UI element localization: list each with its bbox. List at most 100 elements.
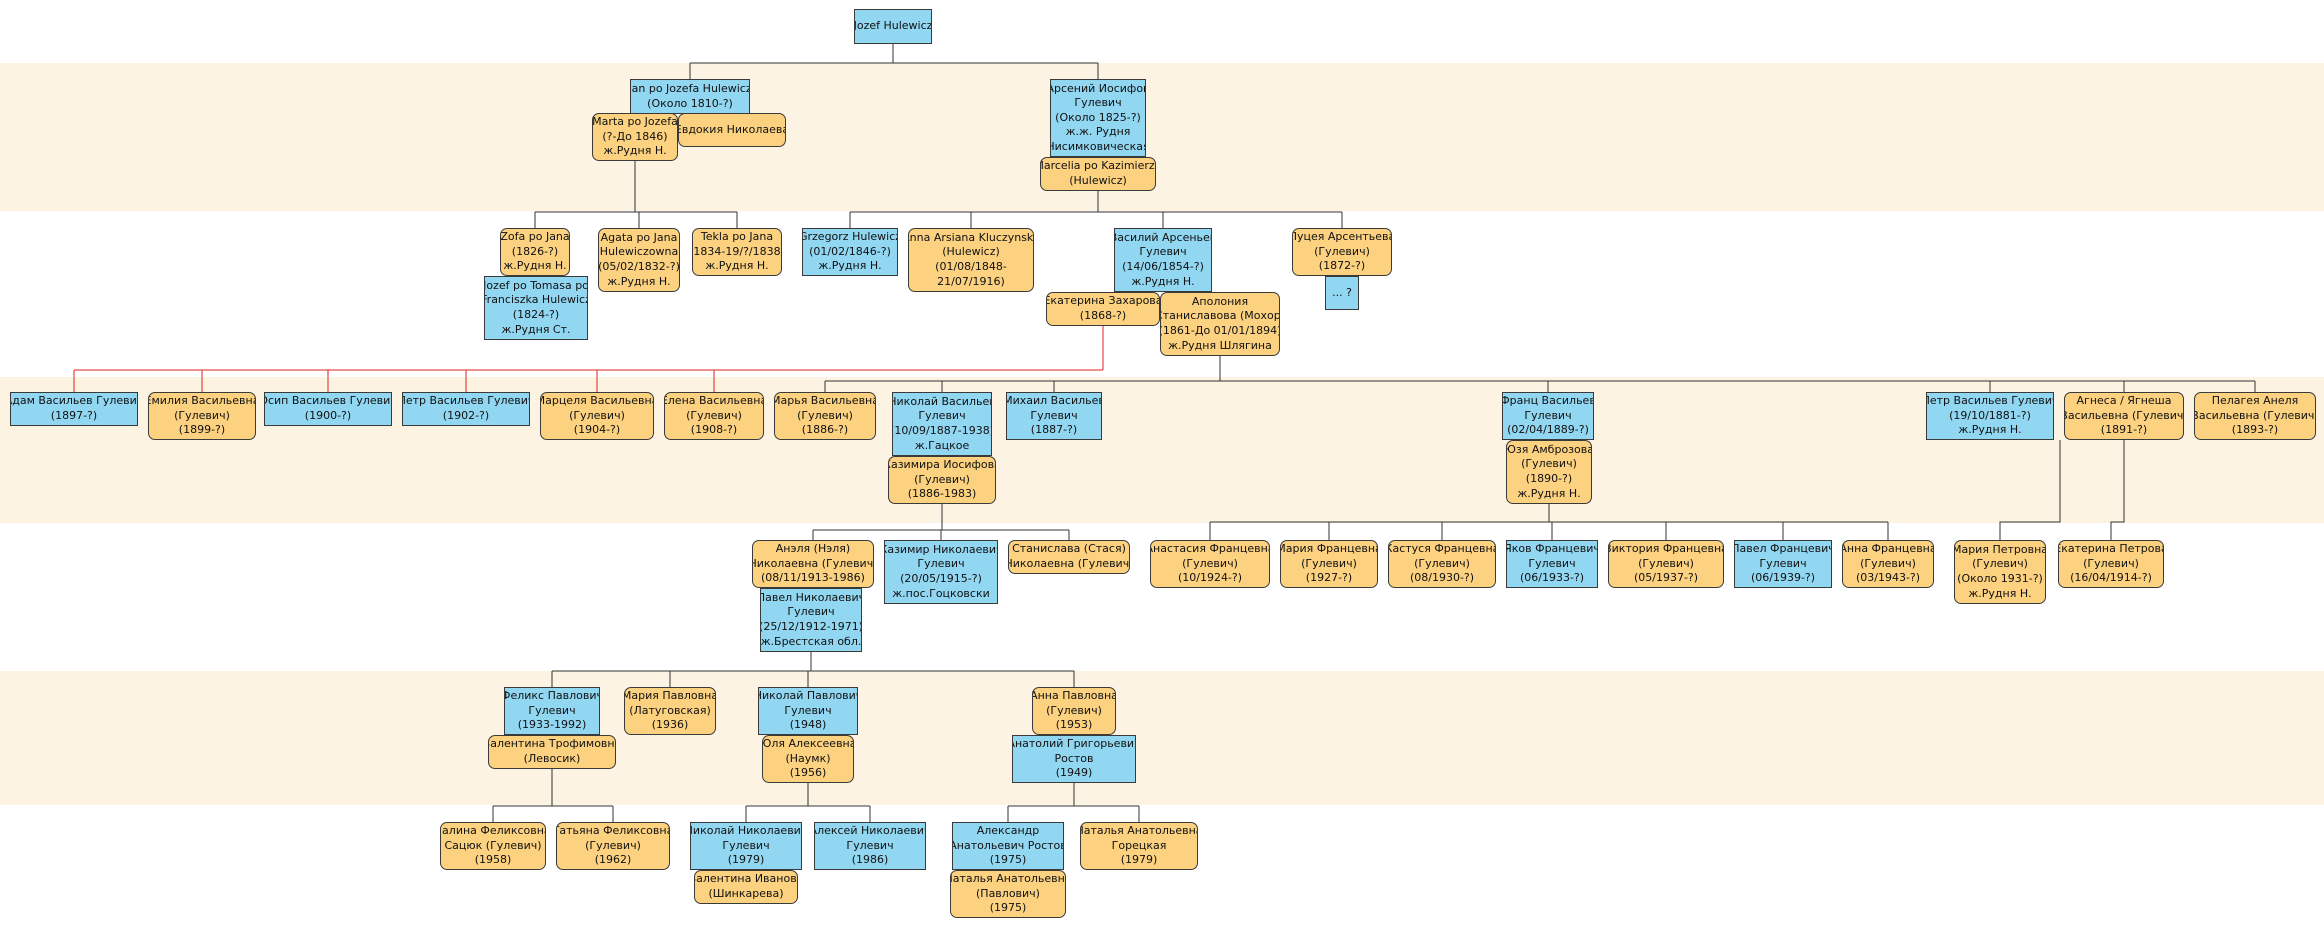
person-text-line: (1956) bbox=[789, 766, 827, 780]
person-text-line: (Левосик) bbox=[523, 752, 581, 765]
person-text-line: Кастуся Францевна bbox=[1388, 542, 1496, 556]
person-text-line: (1962) bbox=[594, 853, 632, 867]
person-valentina-levosik[interactable]: Валентина Трофимовна(Левосик) bbox=[488, 735, 616, 769]
person-ekaterina-zaharova[interactable]: Екатерина Захарова(1868-?) bbox=[1046, 292, 1160, 326]
person-petr-gulevich-1902[interactable]: Петр Васильев Гулевич(1902-?) bbox=[402, 392, 530, 426]
person-marta-po-jozefa[interactable]: Marta po Jozefa(?-До 1846)ж.Рудня Н. bbox=[592, 113, 678, 161]
person-jozef-hulewicz[interactable]: Jozef Hulewicz bbox=[854, 9, 932, 44]
person-text-line: (Около 1810-?) bbox=[647, 96, 733, 110]
person-emiliya-gulevich[interactable]: Емилия Васильевна(Гулевич)(1899-?) bbox=[148, 392, 256, 440]
person-text-line: (1890-?) bbox=[1525, 472, 1573, 485]
person-jan-hulewicz[interactable]: Jan po Jozefa Hulewicz(Около 1810-?) bbox=[630, 79, 750, 114]
person-text-line: (?-До 1846) bbox=[602, 129, 668, 143]
person-tatyana-gulevich[interactable]: Татьяна Феликсовна(Гулевич)(1962) bbox=[556, 822, 670, 870]
person-text-line: Гулевич bbox=[846, 838, 894, 852]
person-text-line: (Гулевич) bbox=[1314, 244, 1370, 258]
person-text-line: Юля Алексеевна bbox=[762, 737, 854, 751]
person-text-line: Николаевна (Гулевич) bbox=[1008, 557, 1130, 570]
person-mariya-frantsevna[interactable]: Мария Францевна(Гулевич)(1927-?) bbox=[1280, 540, 1378, 588]
person-text-line: Валентина Трофимовна bbox=[488, 737, 616, 751]
person-unknown-child[interactable]: ... ? bbox=[1325, 276, 1359, 310]
person-mariya-latugovskaya[interactable]: Мария Павловна(Латуговская)(1936) bbox=[624, 687, 716, 735]
person-text-line: Гулевич bbox=[1528, 556, 1576, 570]
person-text-line: Гулевич bbox=[722, 838, 770, 852]
person-kazimira-gulevich[interactable]: Казимира Иосифова(Гулевич)(1886-1983) bbox=[888, 456, 996, 504]
person-marya-gulevich[interactable]: Марья Васильевна(Гулевич)(1886-?) bbox=[774, 392, 876, 440]
person-mariya-petrovna[interactable]: Мария Петровна(Гулевич)(Около 1931-?)ж.Р… bbox=[1954, 540, 2046, 604]
person-text-line: (1861-До 01/01/1894) bbox=[1160, 324, 1280, 337]
person-text-line: Сацюк (Гулевич) bbox=[444, 838, 542, 852]
person-agata-po-jana[interactable]: Agata po Jana(Hulewiczowna)(05/02/1832-?… bbox=[598, 228, 680, 292]
person-zofa-po-jana[interactable]: Zofa po Jana(1826-?)ж.Рудня Н. bbox=[500, 228, 570, 276]
person-text-line: Jozef po Tomasa po bbox=[484, 278, 588, 292]
person-evdokiya-nikolaeva[interactable]: Евдокия Николаева bbox=[678, 113, 786, 147]
person-text-line: (Гулевич) bbox=[914, 472, 970, 486]
person-kastusya-frantsevna[interactable]: Кастуся Францевна(Гулевич)(08/1930-?) bbox=[1388, 540, 1496, 588]
person-tekla-po-jana[interactable]: Tekla po Jana(1834-19/?/1838)ж.Рудня Н. bbox=[692, 228, 782, 276]
person-natalya-pavlovich[interactable]: Наталья Анатольевна(Павлович)(1975) bbox=[950, 870, 1066, 918]
person-anastasiya-frantsevna[interactable]: Анастасия Францевна(Гулевич)(10/1924-?) bbox=[1150, 540, 1270, 588]
person-ekaterina-petrova[interactable]: Екатерина Петрова(Гулевич)(16/04/1914-?) bbox=[2058, 540, 2164, 588]
person-yuzya-ambrozova[interactable]: Юзя Амброзова(Гулевич)(1890-?)ж.Рудня Н. bbox=[1506, 440, 1592, 504]
person-text-line: Николаевна (Гулевич) bbox=[752, 556, 874, 570]
person-text-line: Анастасия Францевна bbox=[1150, 542, 1270, 556]
person-text-line: Мария Францевна bbox=[1280, 542, 1378, 556]
person-yulya-naumk[interactable]: Юля Алексеевна(Наумк)(1956) bbox=[762, 735, 854, 783]
person-petr-gulevich-1881[interactable]: Петр Васильев Гулевич(19/10/1881-?)ж.Руд… bbox=[1926, 392, 2054, 440]
person-text-line: (Hulewicz) bbox=[1069, 174, 1127, 187]
person-text-line: Jan po Jozefa Hulewicz bbox=[630, 81, 750, 95]
person-text-line: (Hulewicz) bbox=[942, 245, 1000, 259]
person-text-line: Анэля (Нэля) bbox=[775, 542, 851, 556]
person-viktoriya-frantsevna[interactable]: Виктория Францевна(Гулевич)(05/1937-?) bbox=[1608, 540, 1724, 588]
person-text-line: Анатольевич Ростов bbox=[952, 838, 1064, 852]
person-stanislava-gulevich[interactable]: Станислава (Стася)Николаевна (Гулевич) bbox=[1008, 540, 1130, 574]
person-anna-kluczynska[interactable]: Anna Arsiana Kluczynska(Hulewicz)(01/08/… bbox=[908, 228, 1034, 292]
person-adam-gulevich[interactable]: Адам Васильев Гулевич(1897-?) bbox=[10, 392, 138, 426]
person-text-line: (Гулевич) bbox=[1860, 556, 1916, 570]
person-text-line: ж.пос.Гоцковски bbox=[892, 586, 990, 600]
person-text-line: (Латуговская) bbox=[629, 703, 711, 717]
person-text-line: (Гулевич) bbox=[2083, 556, 2139, 570]
person-text-line: Гулевич bbox=[1139, 245, 1187, 259]
person-marcelia-hulewicz[interactable]: Marcelia po Kazimierzu(Hulewicz) bbox=[1040, 157, 1156, 191]
person-grzegorz-hulewicz[interactable]: Grzegorz Hulewicz(01/02/1846-?)ж.Рудня Н… bbox=[802, 228, 898, 276]
person-martselya-gulevich[interactable]: Марцеля Васильевна(Гулевич)(1904-?) bbox=[540, 392, 654, 440]
person-anna-frantsevna[interactable]: Анна Францевна(Гулевич)(03/1943-?) bbox=[1842, 540, 1934, 588]
person-text-line: Галина Феликсовна bbox=[440, 824, 546, 838]
person-text-line: Наталья Анатольевна bbox=[1080, 824, 1198, 838]
person-text-line: Васильевна (Гулевич) bbox=[2194, 408, 2316, 422]
person-anna-pavlovna[interactable]: Анна Павловна(Гулевич)(1953) bbox=[1032, 687, 1116, 735]
person-anelya-gulevich[interactable]: Анэля (Нэля)Николаевна (Гулевич)(08/11/1… bbox=[752, 540, 874, 588]
person-osip-gulevich[interactable]: Осип Васильев Гулевич(1900-?) bbox=[264, 392, 392, 426]
person-valentina-shinkareva[interactable]: Валентина Иванова(Шинкарева) bbox=[694, 870, 798, 904]
person-text-line: (08/1930-?) bbox=[1409, 571, 1475, 585]
person-text-line: (1936) bbox=[651, 718, 689, 732]
person-elena-gulevich[interactable]: Елена Васильевна(Гулевич)(1908-?) bbox=[664, 392, 764, 440]
person-text-line: Горецкая bbox=[1111, 838, 1167, 852]
person-text-line: (06/1939-?) bbox=[1750, 571, 1816, 585]
person-text-line: Александр bbox=[976, 824, 1040, 838]
person-text-line: (Гулевич) bbox=[1972, 557, 2028, 571]
person-lutseya-gulevich[interactable]: Луцея Арсентьева(Гулевич)(1872-?) bbox=[1292, 228, 1392, 276]
